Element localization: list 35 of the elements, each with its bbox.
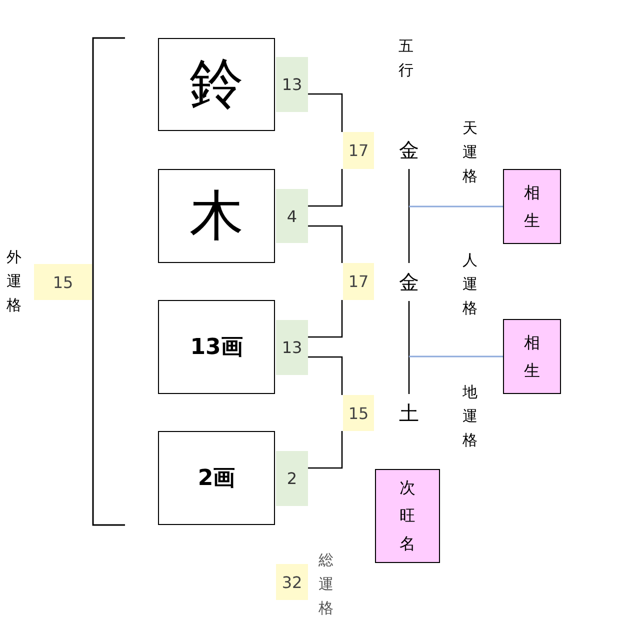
fortune-number: 17	[343, 132, 374, 169]
fortune-number: 15	[34, 264, 92, 300]
stroke-number: 2	[276, 451, 308, 506]
fortune-number: 17	[343, 263, 374, 300]
connector-line	[409, 356, 503, 358]
connector-line	[308, 93, 343, 132]
fortune-caption: 外運格	[6, 247, 22, 316]
connector-line	[308, 431, 343, 469]
stroke-number: 4	[276, 189, 308, 243]
stroke-count-box: 2画	[158, 431, 275, 525]
fortune-number: 32	[276, 564, 308, 600]
stroke-number: 13	[276, 320, 308, 375]
element-character: 土	[397, 398, 421, 428]
name-character-box: 木	[158, 169, 275, 263]
fortune-caption: 天運格	[462, 118, 478, 187]
connector-line	[308, 225, 343, 263]
connector-line	[308, 300, 343, 338]
connector-line	[409, 206, 503, 208]
relation-box: 次旺名	[375, 469, 440, 563]
stroke-count-box: 13画	[158, 300, 275, 394]
connector-line	[408, 169, 410, 263]
element-character: 金	[397, 267, 421, 297]
fortune-caption: 人運格	[462, 250, 478, 319]
fortune-number: 15	[343, 395, 374, 431]
relation-box: 相生	[503, 169, 561, 244]
relation-box: 相生	[503, 319, 561, 394]
element-character: 金	[397, 135, 421, 165]
column-heading: 五行	[398, 36, 414, 81]
connector-line	[308, 356, 343, 395]
fortune-caption: 地運格	[462, 382, 478, 451]
connector-line	[408, 301, 410, 394]
connector-line	[308, 169, 343, 207]
fortune-caption: 総運格	[318, 550, 334, 619]
name-character-box: 鈴	[158, 38, 275, 131]
stroke-number: 13	[276, 57, 308, 112]
